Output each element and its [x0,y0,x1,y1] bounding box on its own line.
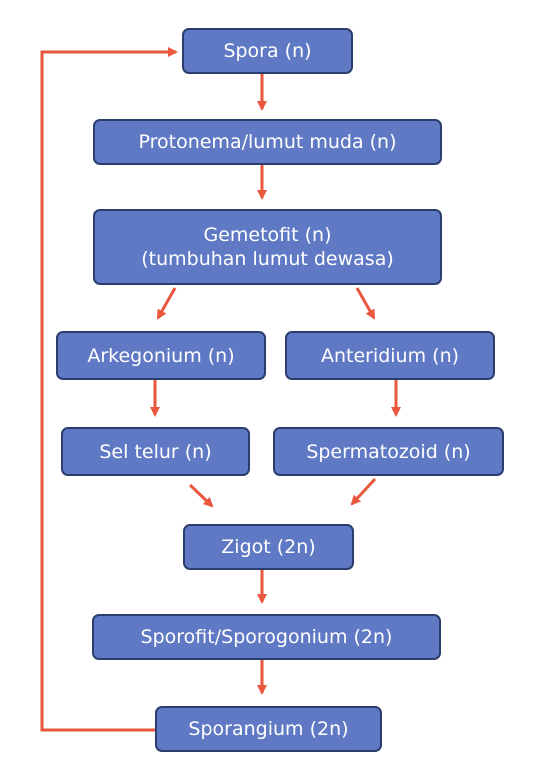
arrow-spermatozoid-to-zigot [350,477,377,506]
arrow-sel-telur-to-zigot [188,483,214,508]
node-spermatozoid: Spermatozoid (n) [273,427,504,476]
node-protonema: Protonema/lumut muda (n) [93,119,442,165]
node-anteridium-label: Anteridium (n) [320,344,460,367]
node-sel-telur: Sel telur (n) [61,427,250,476]
node-spora-label: Spora (n) [223,40,312,62]
node-sel-telur-label: Sel telur (n) [99,440,212,463]
node-zigot-label: Zigot (2n) [221,536,316,558]
node-sporofit: Sporofit/Sporogonium (2n) [92,614,441,660]
node-arkegonium: Arkegonium (n) [56,331,266,380]
node-gametofit-label-line2: (tumbuhan lumut dewasa) [141,248,394,270]
node-arkegonium-label: Arkegonium (n) [87,344,235,367]
node-sporofit-label: Sporofit/Sporogonium (2n) [140,626,393,648]
node-anteridium: Anteridium (n) [285,331,495,380]
node-sporangium: Sporangium (2n) [155,706,382,752]
node-spora: Spora (n) [182,28,353,74]
node-spermatozoid-label: Spermatozoid (n) [306,440,471,463]
arrow-sporangium-back-to-spora [40,47,178,732]
node-gametofit: Gemetofit (n) (tumbuhan lumut dewasa) [93,209,442,285]
node-gametofit-label-line1: Gemetofit (n) [203,224,332,246]
arrow-gametofit-to-anteridium [355,287,376,320]
arrow-gametofit-to-arkegonium [156,287,177,320]
node-zigot: Zigot (2n) [183,524,354,570]
node-sporangium-label: Sporangium (2n) [188,718,349,740]
node-protonema-label: Protonema/lumut muda (n) [138,131,397,153]
